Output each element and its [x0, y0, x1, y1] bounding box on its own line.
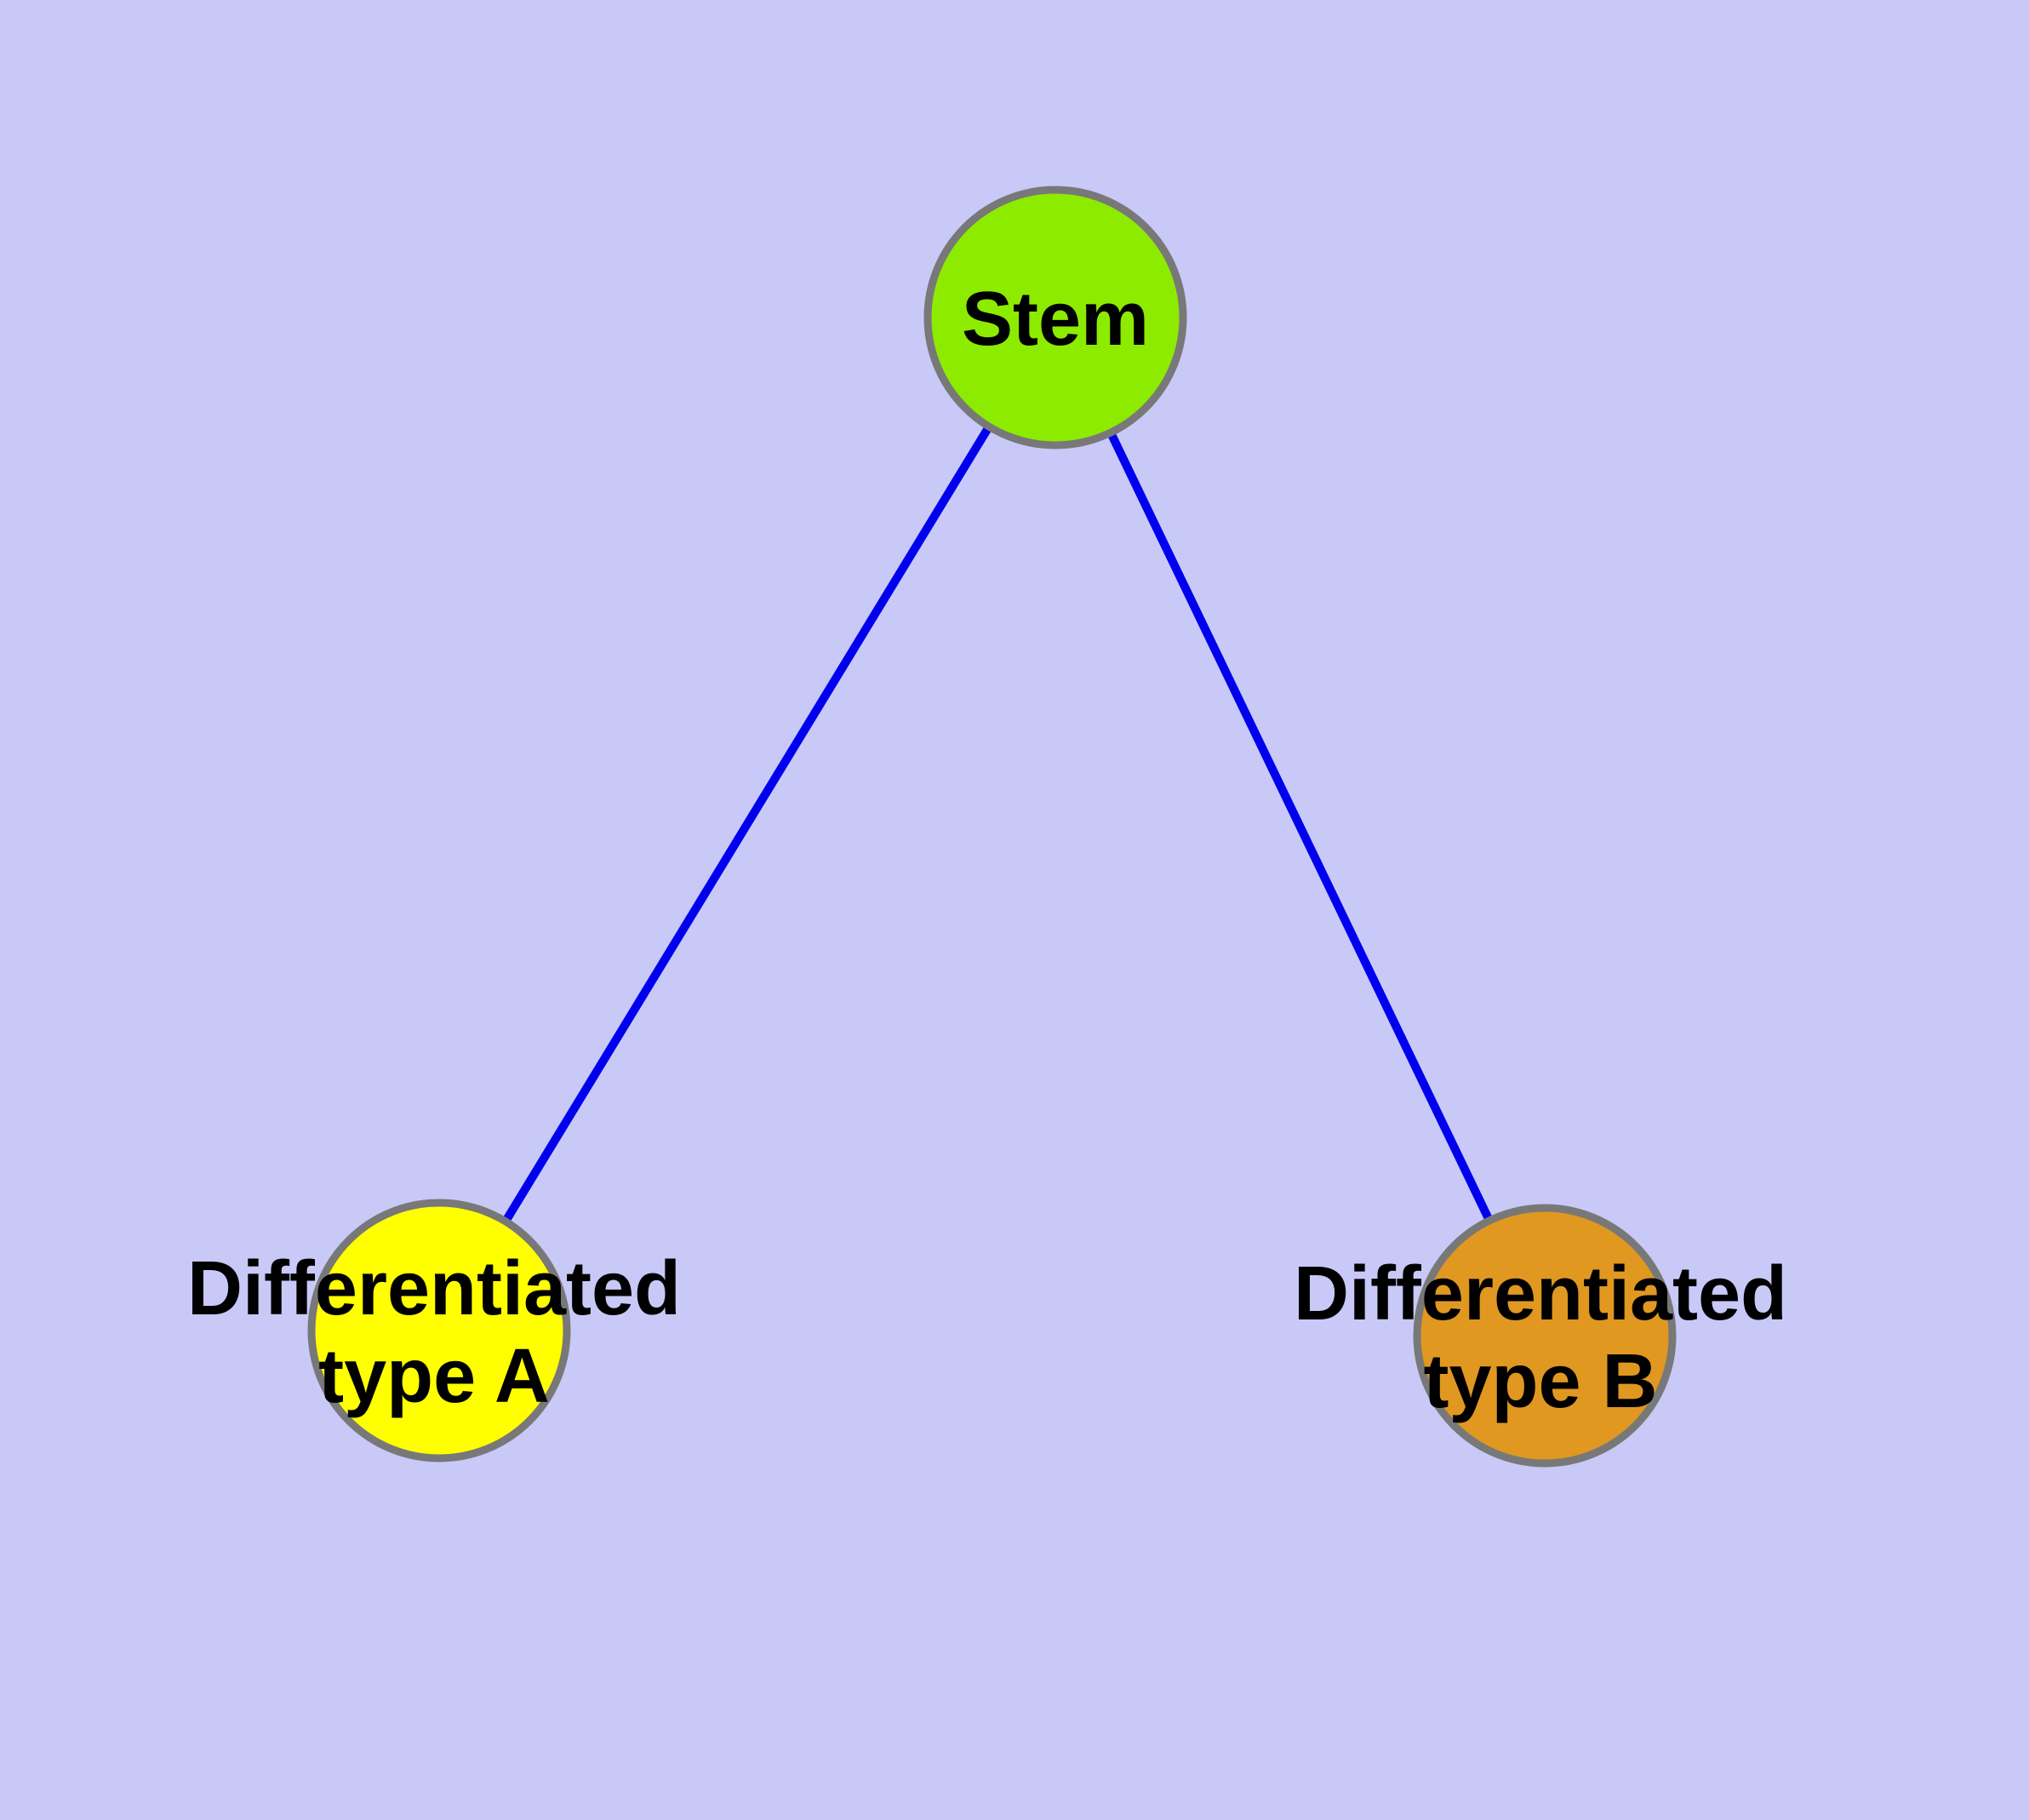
edge-stem-to-type-a [435, 315, 1060, 1333]
node-stem-label: Stem [962, 277, 1149, 362]
node-type-a-label-line2: type A [318, 1334, 550, 1419]
edge-stem-to-type-b [1051, 315, 1549, 1338]
node-type-b-circle [1413, 1204, 1677, 1468]
node-type-a-circle [307, 1199, 571, 1462]
node-type-b-label-line1: Differentiated [1294, 1251, 1787, 1336]
node-type-a-label-line1: Differentiated [187, 1246, 681, 1331]
node-stem-circle [923, 186, 1187, 449]
node-type-b-label-line2: type B [1423, 1339, 1657, 1424]
